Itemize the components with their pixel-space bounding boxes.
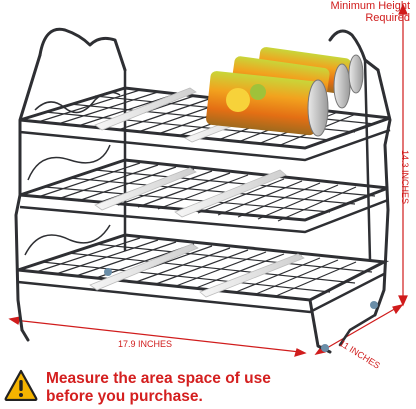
- warning-triangle-icon: [4, 369, 38, 401]
- warning-banner: Measure the area space of use before you…: [0, 366, 416, 409]
- note-line-1: Minimum Height: [330, 0, 410, 12]
- warning-line-2: before you purchase.: [46, 388, 203, 405]
- width-label: 17.9 INCHES: [118, 339, 173, 349]
- canned-goods: [206, 47, 364, 137]
- rack-feet: [104, 268, 378, 352]
- minimum-height-note: Minimum Height Required: [290, 0, 410, 24]
- height-label: 14.3 INCHES: [400, 150, 410, 205]
- shelf-bottom: [17, 224, 390, 314]
- warning-line-1: Measure the area space of use: [46, 370, 271, 387]
- note-line-2: Required: [365, 12, 410, 24]
- rack-frame: [14, 27, 392, 354]
- shelf-top: [19, 86, 391, 162]
- warning-message: Measure the area space of use before you…: [46, 370, 271, 406]
- shelf-middle: [19, 144, 389, 234]
- dimension-lines: [8, 3, 408, 357]
